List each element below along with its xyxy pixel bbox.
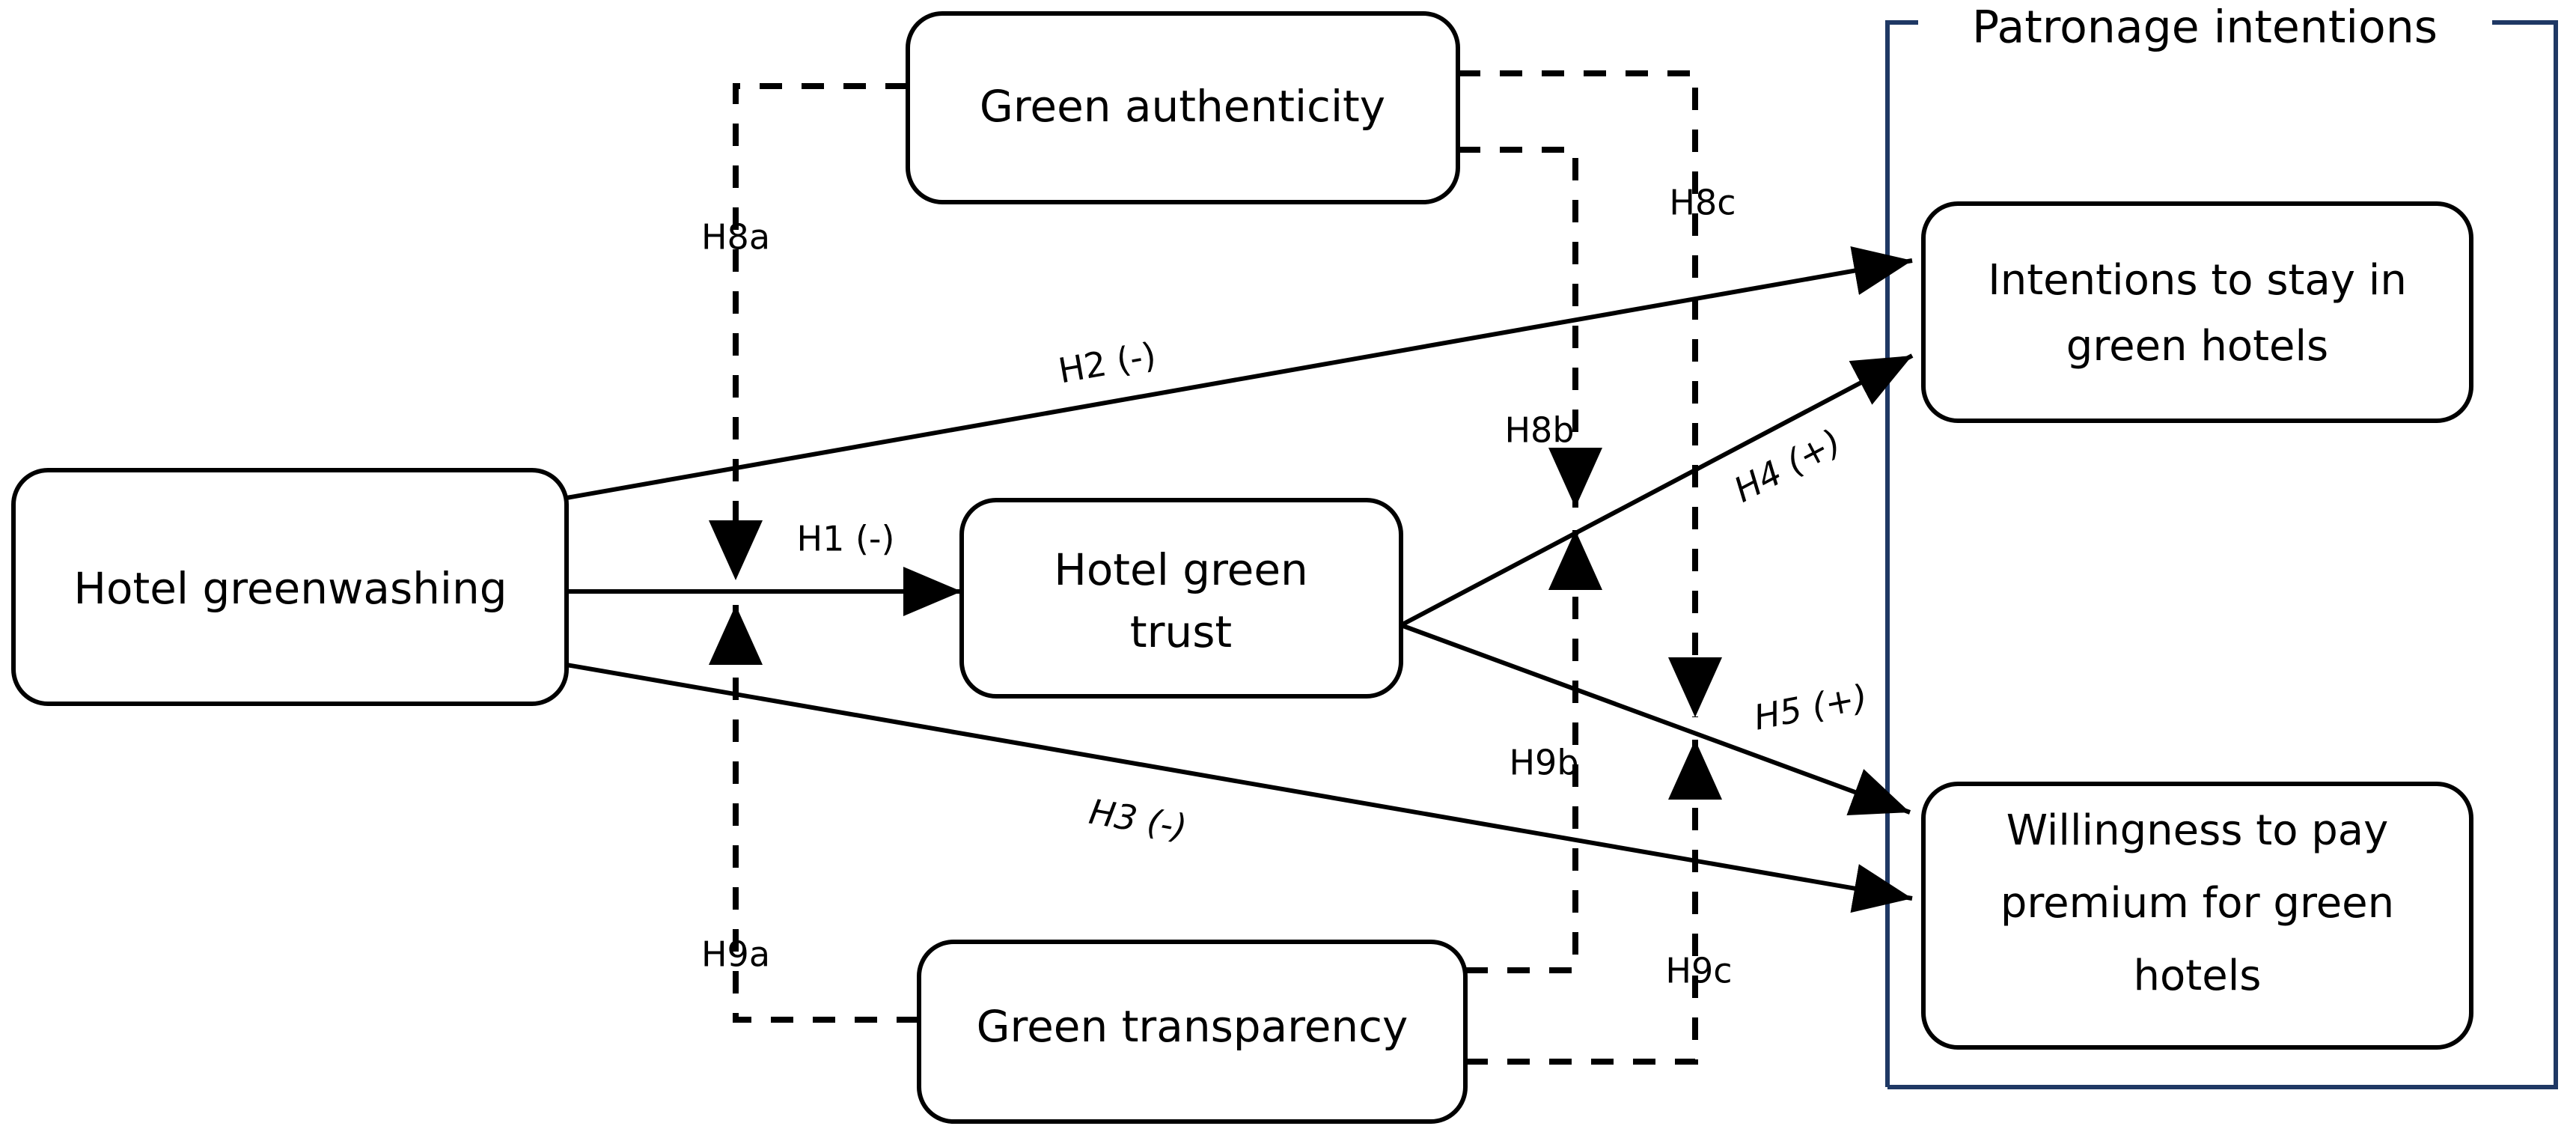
node-label-willingness-line1: Willingness to pay [2006, 806, 2389, 855]
edge-h9a [709, 605, 919, 1023]
edge-label-h9c: H9c [1665, 951, 1732, 991]
node-box [11, 468, 569, 706]
edge-label-h3: H3 (-) [1086, 791, 1189, 848]
edge-h2 [566, 246, 1913, 500]
node-label-authenticity: Green authenticity [980, 81, 1385, 132]
edge-label-h2: H2 (-) [1055, 335, 1159, 392]
node-label-greenwashing: Hotel greenwashing [73, 563, 507, 614]
node-hotel-green-trust[interactable]: Hotel green trust [959, 498, 1403, 699]
edge-label-h8c: H8c [1669, 183, 1736, 223]
node-hotel-greenwashing[interactable]: Hotel greenwashing [11, 468, 569, 706]
edge-h8b [1458, 147, 1602, 508]
node-willingness-to-pay[interactable]: Willingness to pay premium for green hot… [1921, 782, 2473, 1050]
patronage-intentions-group [1885, 20, 2558, 1089]
node-box [1921, 782, 2473, 1050]
group-title: Patronage intentions [1972, 1, 2438, 54]
node-green-transparency[interactable]: Green transparency [917, 940, 1468, 1124]
node-box [1921, 201, 2473, 423]
edge-h8a [709, 83, 908, 580]
edge-h4 [1400, 353, 1914, 627]
edge-label-h9b: H9b [1509, 743, 1578, 783]
node-intentions-to-stay[interactable]: Intentions to stay in green hotels [1921, 201, 2473, 423]
node-label-trust-line1: Hotel green [1054, 544, 1308, 595]
edge-label-h5: H5 (+) [1751, 676, 1870, 737]
node-box [917, 940, 1468, 1124]
group-frame-right-segment [1887, 20, 2558, 1089]
edge-label-h1: H1 (-) [797, 519, 895, 559]
node-label-willingness-line3: hotels [2134, 952, 2262, 1000]
node-label-intentions-line1: Intentions to stay in [1988, 256, 2407, 305]
node-green-authenticity[interactable]: Green authenticity [906, 11, 1460, 204]
edge-label-h8a: H8a [701, 217, 770, 258]
node-box [959, 498, 1403, 699]
edge-label-h4: H4 (+) [1727, 421, 1847, 510]
node-label-trust-line2: trust [1130, 606, 1232, 657]
node-box [906, 11, 1460, 204]
edge-label-h8b: H8b [1504, 410, 1574, 451]
edge-h3 [566, 663, 1913, 913]
edge-h9c [1465, 740, 1722, 1065]
group-frame-left-segment [1885, 20, 1918, 1087]
node-label-intentions-line2: green hotels [2066, 322, 2328, 371]
node-label-transparency: Green transparency [977, 1001, 1408, 1052]
node-label-willingness-line2: premium for green [2000, 879, 2394, 928]
edge-label-h9a: H9a [701, 934, 770, 975]
edge-h5 [1400, 623, 1911, 816]
